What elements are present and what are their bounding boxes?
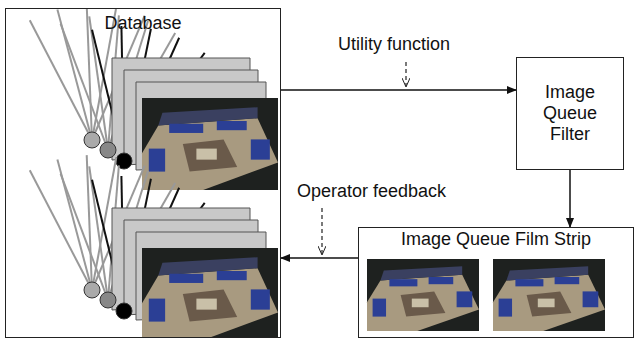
dashed-pointer bbox=[405, 62, 406, 86]
node-title: Image Queue Filter bbox=[535, 82, 605, 145]
flow-arrow bbox=[569, 170, 571, 227]
node-title: Image Queue Film Strip bbox=[359, 229, 633, 250]
film-strip-box: Image Queue Film Strip bbox=[358, 227, 634, 338]
flow-arrow bbox=[281, 257, 358, 259]
node-title: Database bbox=[6, 13, 280, 34]
camera-views-illustration bbox=[6, 9, 280, 337]
database-panel: Database bbox=[5, 8, 281, 338]
edge-label: Operator feedback bbox=[295, 181, 448, 202]
dashed-pointer bbox=[321, 208, 322, 254]
edge-label: Utility function bbox=[336, 34, 452, 55]
filter-box: Image Queue Filter bbox=[516, 57, 624, 170]
flow-arrow bbox=[281, 89, 516, 91]
